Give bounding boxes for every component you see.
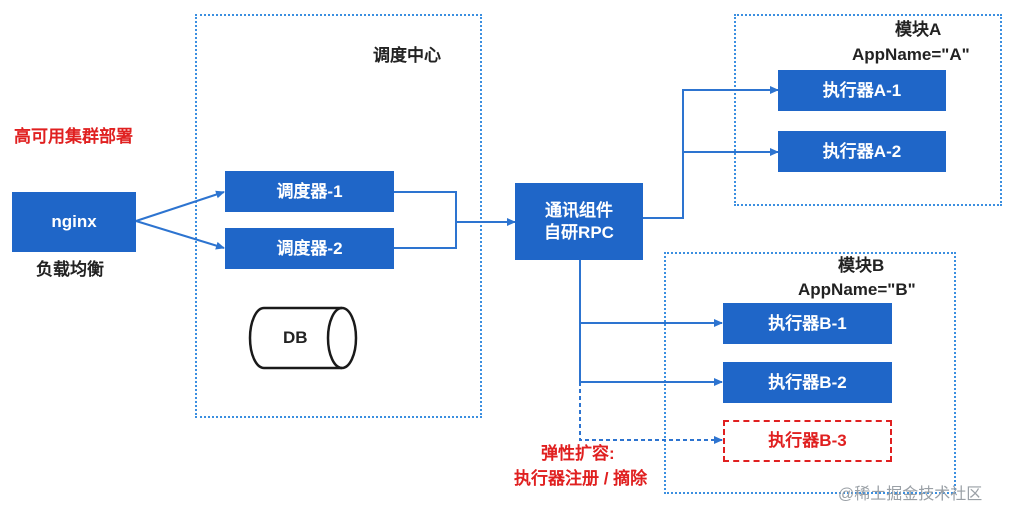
- rpc-line-2: 自研RPC: [544, 222, 614, 242]
- elastic-scaling-line-1: 弹性扩容:: [541, 444, 615, 463]
- load-balance-caption: 负载均衡: [36, 260, 104, 279]
- scheduling-center-region: [195, 14, 482, 418]
- module-b-title: 模块B: [838, 256, 885, 275]
- nginx-label: nginx: [51, 212, 97, 232]
- module-a-title: 模块A: [895, 20, 942, 39]
- rpc-to-executor-b2-line: [579, 323, 723, 386]
- scheduler-1-box: 调度器-1: [225, 171, 394, 212]
- executor-b3-label: 执行器B-3: [768, 431, 847, 451]
- executor-a1-box: 执行器A-1: [778, 70, 946, 111]
- executor-b2-label: 执行器B-2: [768, 372, 847, 392]
- rpc-to-executor-a1-line: [643, 86, 779, 219]
- executor-b1-label: 执行器B-1: [768, 313, 847, 333]
- scheduling-center-title: 调度中心: [373, 46, 441, 65]
- db-label: DB: [283, 328, 308, 347]
- rpc-box: 通讯组件 自研RPC: [515, 183, 643, 260]
- executor-b2-box: 执行器B-2: [723, 362, 892, 403]
- rpc-to-executor-b1-line: [579, 260, 723, 327]
- nginx-to-scheduler-1-line: [135, 190, 225, 222]
- executor-b3-box: 执行器B-3: [723, 420, 892, 462]
- watermark: @稀土掘金技术社区: [838, 486, 983, 503]
- executor-a2-label: 执行器A-2: [822, 141, 902, 161]
- rpc-line-1: 通讯组件: [545, 201, 613, 221]
- scheduler-2-to-rpc-line: [394, 222, 457, 249]
- executor-a1-label: 执行器A-1: [822, 80, 902, 100]
- scheduler-1-to-rpc-line: [394, 191, 516, 226]
- module-b-appname: AppName="B": [798, 280, 916, 299]
- nginx-box: nginx: [12, 192, 136, 252]
- rpc-to-executor-b3-line: [579, 382, 723, 444]
- scheduler-1-label: 调度器-1: [276, 181, 343, 201]
- db-cylinder-icon: [248, 306, 358, 370]
- scheduler-2-box: 调度器-2: [225, 228, 394, 269]
- module-a-appname: AppName="A": [852, 45, 970, 64]
- elastic-scaling-line-2: 执行器注册 / 摘除: [514, 469, 648, 488]
- nginx-to-scheduler-2-line: [135, 220, 225, 250]
- executor-b1-box: 执行器B-1: [723, 303, 892, 344]
- high-availability-label: 高可用集群部署: [14, 127, 133, 146]
- module-b-region: [664, 252, 956, 494]
- executor-a2-box: 执行器A-2: [778, 131, 946, 172]
- module-a-region: [734, 14, 1002, 206]
- scheduler-2-label: 调度器-2: [276, 238, 343, 258]
